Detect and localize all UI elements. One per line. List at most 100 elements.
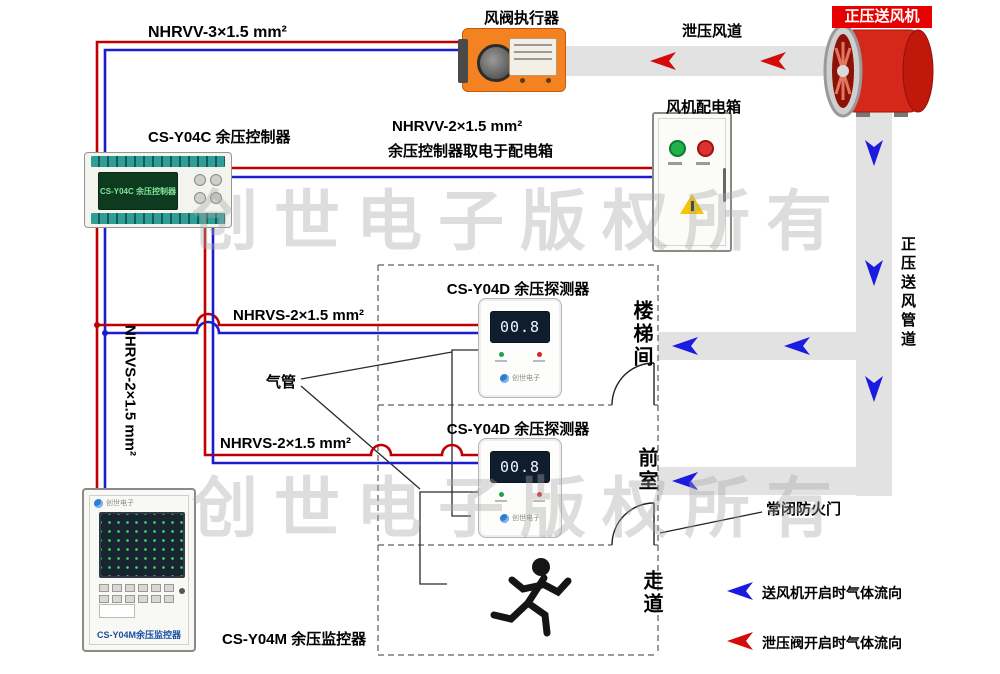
nhrvs-cable-label-top: NHRVS-2×1.5 mm²	[233, 307, 365, 324]
air-tubes	[300, 349, 478, 585]
fan-foot	[894, 110, 908, 117]
legend-supply-flow-label: 送风机开启时气体流向	[762, 585, 902, 601]
red-left-arrow-icon	[650, 52, 676, 70]
detector-indicators	[479, 352, 561, 362]
power-box-label: 风机配电箱	[666, 99, 742, 116]
terminal-strip	[91, 156, 225, 167]
detector2-label: CS-Y04D 余压探测器	[446, 421, 590, 438]
blue-down-arrow-icon	[865, 376, 883, 402]
brand-logo: 创世电子	[479, 373, 561, 383]
button-caption-bar	[696, 162, 710, 165]
room-label-frontroom: 前室	[635, 447, 657, 493]
air-tube-label: 气管	[266, 374, 297, 391]
door-handle	[723, 168, 726, 202]
pressure-detector-2-device: 00.8 创世电子	[478, 438, 562, 538]
fan-foot	[856, 110, 870, 117]
relief-duct	[556, 46, 828, 76]
tube-detector2	[419, 491, 478, 585]
monitor-buttons	[99, 584, 183, 614]
brand-icon	[94, 498, 103, 508]
wire-red-detector1	[97, 312, 478, 327]
actuator-screw	[546, 78, 551, 83]
relief-flow-arrows	[650, 52, 786, 70]
door-frontroom-icon	[611, 502, 655, 546]
alarm-led	[536, 352, 542, 357]
terminal-strip	[91, 213, 225, 224]
lock-icon	[179, 588, 185, 594]
monitor-device-label: CS-Y04M余压监控器	[96, 630, 181, 640]
monitor-screen	[99, 512, 185, 578]
detector-indicators	[479, 492, 561, 502]
supply-flow-arrows	[672, 140, 883, 490]
detector-display: 00.8	[490, 311, 550, 343]
fire-door-leader-line	[659, 511, 763, 534]
legend-relief-flow-label: 泄压阀开启时气体流向	[762, 635, 902, 651]
fan-power-box-device	[652, 112, 732, 252]
monitor-frame	[89, 495, 189, 645]
warning-triangle-icon	[680, 194, 704, 214]
actuator-label: 风阀执行器	[484, 10, 560, 27]
damper-actuator-device	[458, 28, 566, 92]
actuator-label-panel	[509, 38, 557, 76]
wire-junction	[94, 322, 100, 328]
air-ducts	[556, 46, 892, 496]
power-cable-label: NHRVV-2×1.5 mm²	[392, 118, 523, 135]
controller-screen: CS-Y04C 余压控制器	[98, 172, 178, 210]
wire-blue-detector1	[105, 320, 478, 335]
fan-rear	[902, 29, 934, 113]
blue-left-arrow-icon	[672, 337, 698, 355]
monitor-label: CS-Y04M 余压监控器	[222, 631, 367, 648]
supply-duct-label: 正压送风管道	[899, 236, 916, 350]
nhrvs-cable-label-bottom: NHRVS-2×1.5 mm²	[220, 435, 352, 452]
cable-label-actuator: NHRVV-3×1.5 mm²	[148, 24, 287, 41]
fire-doors	[611, 362, 763, 546]
room-label-corridor: 走道	[640, 570, 662, 616]
brand-icon	[500, 373, 509, 383]
actuator-bracket	[458, 39, 468, 83]
nhrvs-cable-label-vertical: NHRVS-2×1.5 mm²	[121, 324, 139, 457]
stop-button	[697, 140, 714, 157]
wire-red-detector2	[203, 226, 478, 457]
supply-fan-graphic	[823, 24, 934, 118]
brand-logo: 创世电子	[479, 513, 561, 523]
running-person-icon	[490, 558, 572, 637]
red-left-arrow-icon	[760, 52, 786, 70]
wire-blue-detector2	[211, 226, 478, 465]
label-slot	[99, 604, 135, 618]
legend-red-arrow-icon	[727, 632, 753, 650]
legend-blue-arrow-icon	[727, 582, 753, 600]
fan-hub	[837, 65, 849, 77]
blue-left-arrow-icon	[672, 472, 698, 490]
brand-logo: 创世电子	[94, 498, 134, 508]
actuator-screw	[520, 78, 525, 83]
button-caption-bar	[668, 162, 682, 165]
detector1-label: CS-Y04D 余压探测器	[446, 281, 590, 298]
brand-icon	[500, 513, 509, 523]
relief-duct-label: 泄压风道	[682, 23, 743, 40]
door-stairwell-icon	[611, 362, 655, 406]
fan-title-badge: 正压送风机	[832, 6, 932, 28]
tube-leader-1	[300, 351, 453, 380]
controller-buttons	[194, 174, 222, 206]
start-button	[669, 140, 686, 157]
tube-leader-2	[300, 385, 421, 490]
run-led	[498, 492, 504, 497]
wire-junction	[102, 330, 108, 336]
pressure-monitor-device: 创世电子 CS-Y04M余压监控器	[82, 488, 196, 652]
detector-display: 00.8	[490, 451, 550, 483]
powerbox-door-frame	[658, 118, 726, 246]
controller-label: CS-Y04C 余压控制器	[148, 129, 291, 146]
supply-duct-vertical	[856, 110, 892, 496]
pressure-controller-device: CS-Y04C 余压控制器	[84, 152, 232, 228]
alarm-led	[536, 492, 542, 497]
tube-detector1	[451, 349, 478, 517]
power-cable-note: 余压控制器取电于配电箱	[388, 143, 554, 160]
blue-down-arrow-icon	[865, 140, 883, 166]
pressure-detector-1-device: 00.8 创世电子	[478, 298, 562, 398]
blue-down-arrow-icon	[865, 260, 883, 286]
room-label-stairwell: 楼梯间	[630, 300, 652, 369]
blue-left-arrow-icon	[784, 337, 810, 355]
run-led	[498, 352, 504, 357]
